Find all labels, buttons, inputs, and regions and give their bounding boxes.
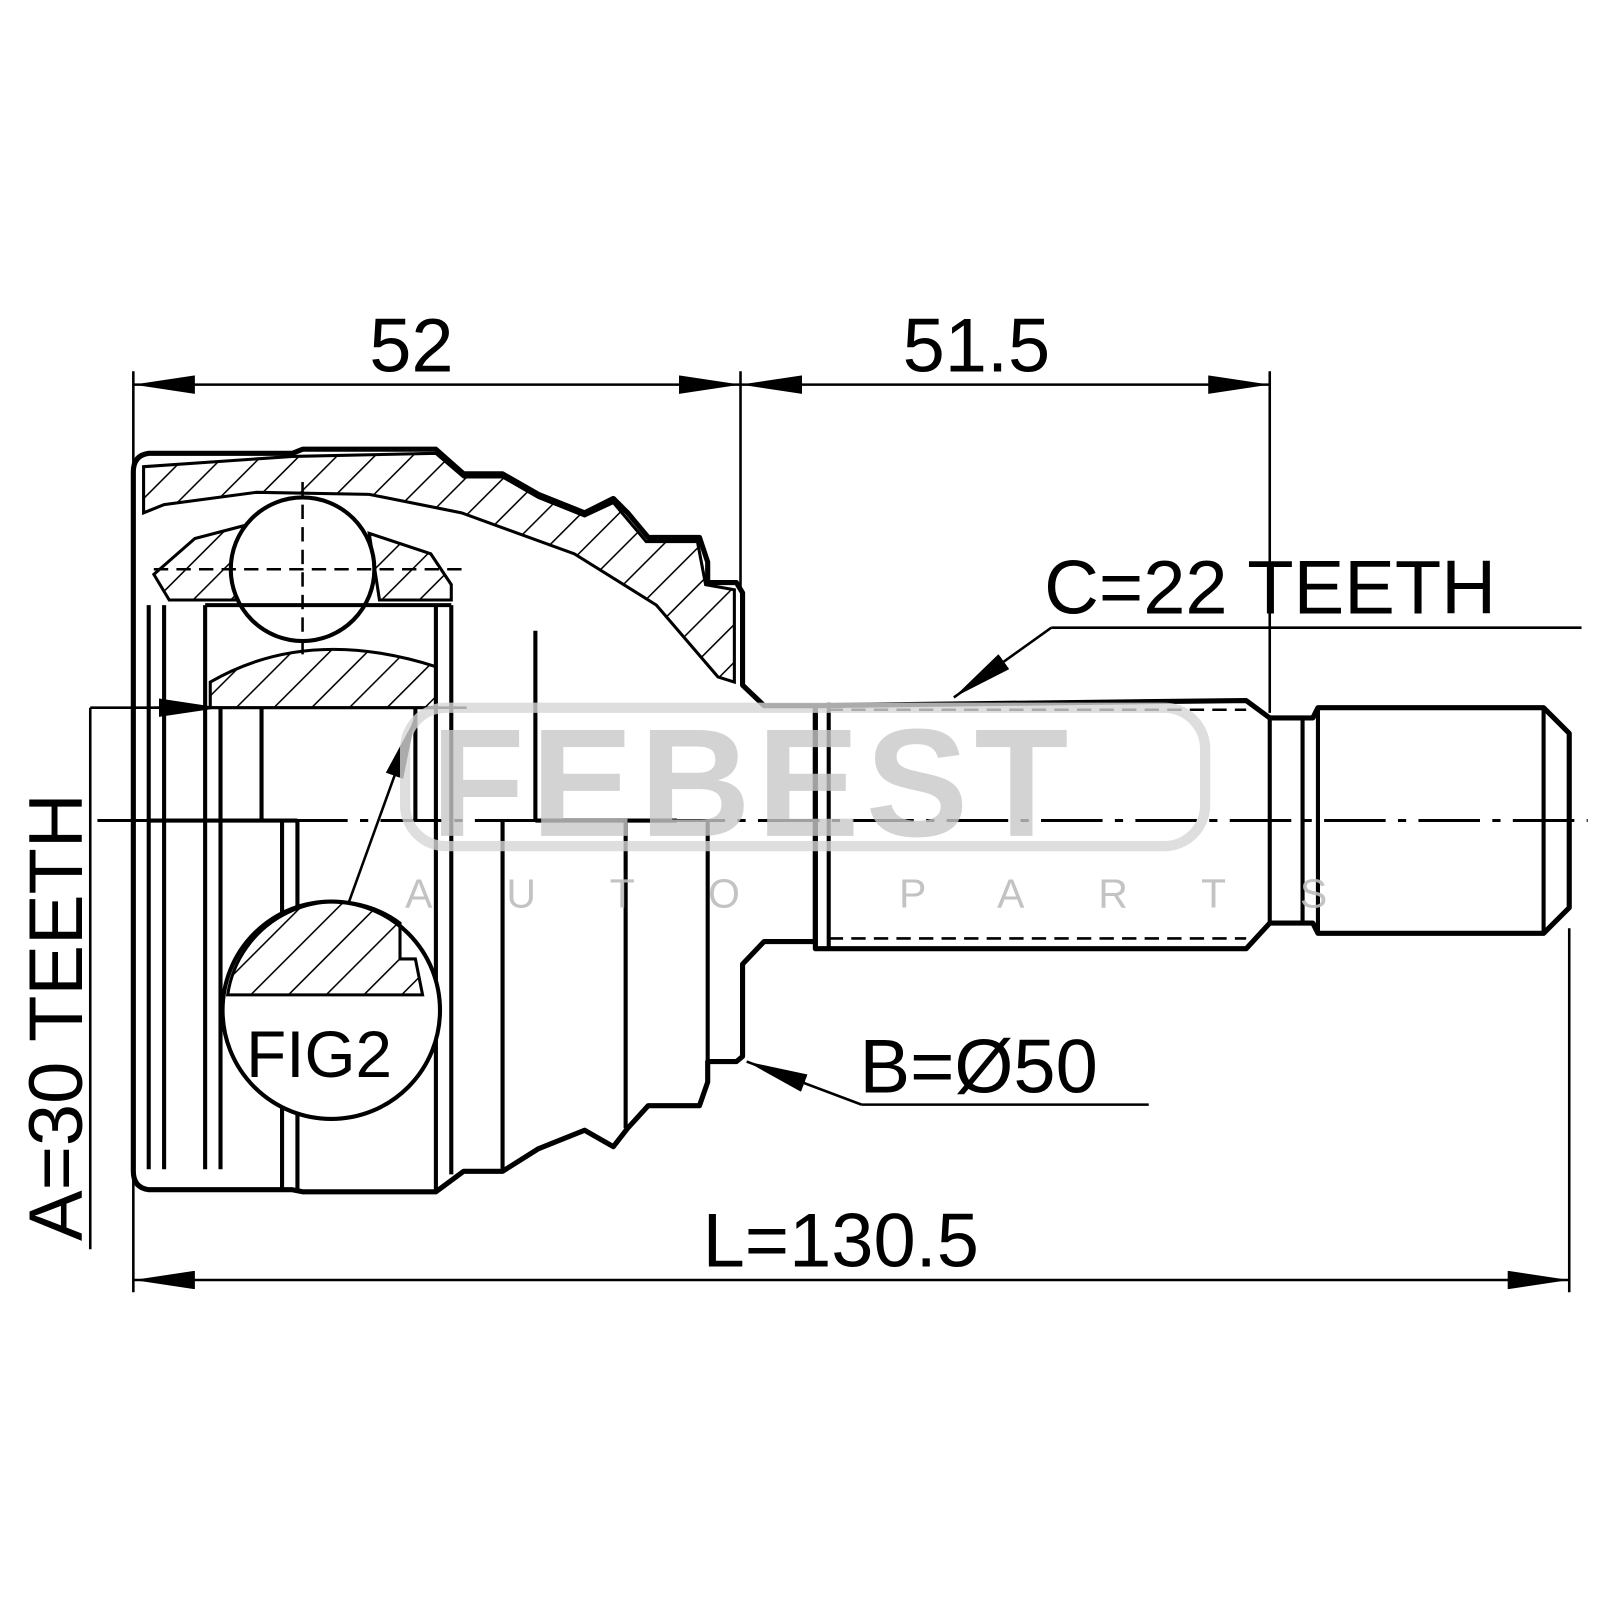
watermark-brand: FEBEST — [431, 697, 1075, 869]
abs-ring-callout: B=Ø50 — [746, 1024, 1149, 1109]
inner-spline-callout: A=30 TEETH — [14, 698, 467, 1250]
outer-spline-callout: C=22 TEETH — [953, 545, 1582, 699]
dimension-label-51-5: 51.5 — [903, 303, 1051, 388]
inner-spline-label: A=30 TEETH — [14, 793, 99, 1241]
abs-ring-label: B=Ø50 — [859, 1024, 1097, 1109]
watermark-frame — [399, 702, 1211, 852]
watermark-tagline: AUTO PARTS — [405, 871, 1401, 917]
spline-shaft — [812, 697, 1572, 952]
cage-section-hatch-right — [367, 531, 453, 602]
watermark: FEBEST AUTO PARTS — [399, 697, 1401, 917]
fig2-label: FIG2 — [246, 1018, 392, 1091]
fig2-detail: FIG2 — [220, 717, 443, 1122]
housing-section-hatch — [142, 451, 736, 685]
dimension-label-52: 52 — [369, 303, 453, 388]
outer-spline-label: C=22 TEETH — [1044, 545, 1496, 630]
dimension-label-total: L=130.5 — [703, 1199, 979, 1284]
